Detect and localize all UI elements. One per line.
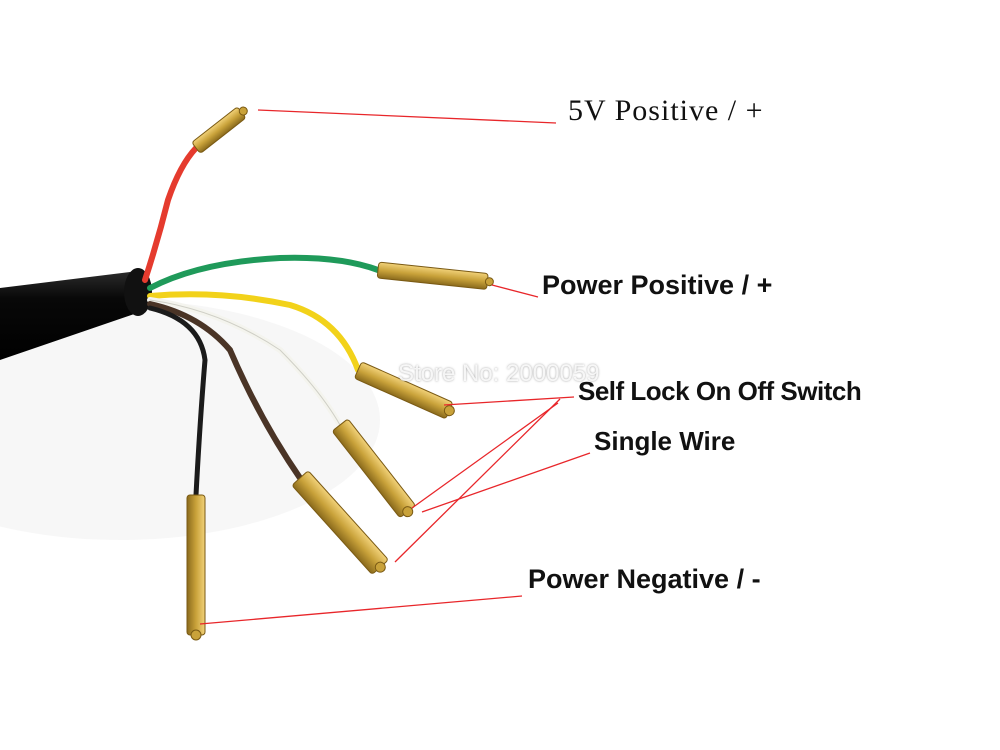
cable-jacket [0, 272, 144, 360]
terminal-brown [292, 471, 388, 574]
brown-wire [147, 301, 303, 481]
pointer-self-lock-a [443, 396, 575, 406]
green-wire [147, 254, 381, 291]
pointer-self-lock-b [411, 402, 559, 509]
white-wire-outline [149, 299, 341, 426]
pointer-single-wire-a [394, 398, 561, 563]
label-single-wire: Single Wire [594, 426, 736, 456]
black-wire [147, 305, 208, 498]
terminal-green [376, 261, 494, 290]
pointer-power-negative [199, 595, 523, 625]
terminal-red [192, 106, 248, 153]
red-wire [142, 145, 199, 283]
yellow-wire [147, 291, 361, 373]
pointer-power-positive [491, 284, 539, 298]
pointer-single-wire-b [421, 452, 591, 513]
store-watermark: Store No: 2000059 [398, 360, 600, 387]
terminal-white [332, 419, 415, 518]
label-power-negative: Power Negative / - [528, 564, 761, 594]
terminal-yellow [354, 362, 455, 419]
label-5v-positive: 5V Positive / + [568, 94, 764, 127]
label-self-lock-switch: Self Lock On Off Switch [578, 376, 862, 406]
label-power-positive: Power Positive / + [542, 270, 773, 300]
pointer-5v [257, 109, 557, 124]
terminal-black [186, 494, 206, 641]
